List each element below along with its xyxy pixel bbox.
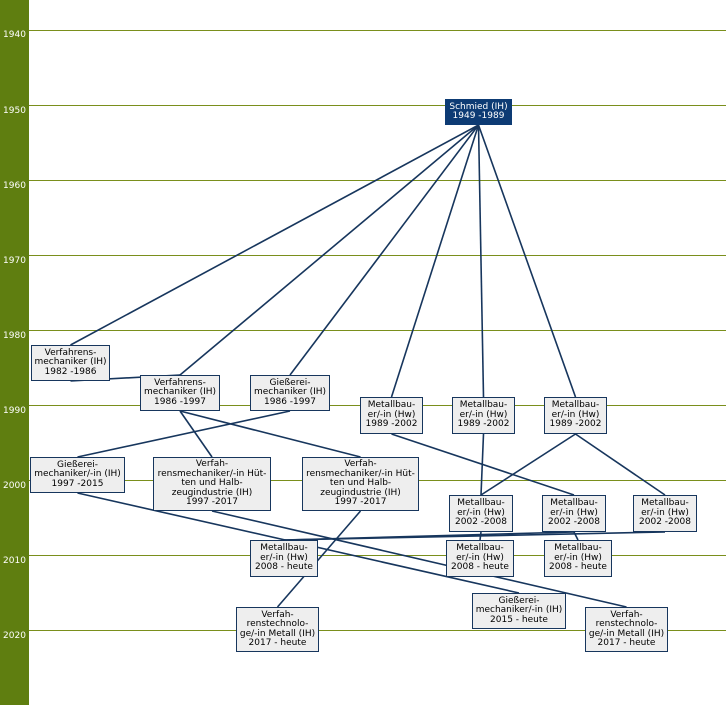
node-title: Verfah- rensmechaniker/-in Hüt- ten und … <box>157 459 267 498</box>
node-title: Verfah- renstechnolo- ge/-in Metall (IH) <box>239 609 316 639</box>
node-period: 2008 - heute <box>549 562 607 573</box>
node-metallbauer-c-2008[interactable]: Metallbau- er/-in (Hw) 2008 - heute <box>544 540 612 577</box>
connector-verfahrensmech-1986-to-verfahrensmech-huetten-b <box>179 410 361 458</box>
node-title: Metallbau- er/-in (Hw) <box>550 498 598 518</box>
node-period: 1997 -2017 <box>186 497 238 508</box>
year-label-1950: 1950 <box>3 106 26 116</box>
connector-schmied-to-metallbauer-c-1989 <box>477 124 577 398</box>
gridline-1970 <box>29 255 726 256</box>
node-verfahrensmechaniker-huetten-b[interactable]: Verfah- rensmechaniker/-in Hüt- ten und … <box>302 457 419 511</box>
node-period: 1989 -2002 <box>549 419 602 430</box>
node-period: 1997 -2015 <box>51 478 104 489</box>
node-period: 1989 -2002 <box>365 419 418 430</box>
connector-metallbauer-b-1989-to-metallbauer-a-2002 <box>480 433 485 496</box>
node-title: Metallbau- er/-in (Hw) <box>641 498 689 518</box>
connector-giesserei-1986-to-giesserei-1997 <box>77 410 291 458</box>
node-period: 2008 - heute <box>255 562 313 573</box>
node-title: Metallbau- er/-in (Hw) <box>459 400 508 420</box>
node-title: Verfah- rensmechaniker/-in Hüt- ten und … <box>306 459 415 498</box>
node-period: 2002 -2008 <box>548 517 600 528</box>
connector-schmied-to-verfahrensmech-1982 <box>70 124 479 346</box>
node-title: Schmied (IH) <box>449 101 508 112</box>
year-label-2010: 2010 <box>3 556 26 566</box>
node-verfahrensmechaniker-1986[interactable]: Verfahrens- mechaniker (IH) 1986 -1997 <box>140 375 220 411</box>
node-metallbauer-c-2002[interactable]: Metallbau- er/-in (Hw) 2002 -2008 <box>633 495 697 532</box>
node-metallbauer-b-2002[interactable]: Metallbau- er/-in (Hw) 2002 -2008 <box>542 495 606 532</box>
year-label-1970: 1970 <box>3 256 26 266</box>
connector-schmied-to-metallbauer-b-1989 <box>477 124 485 398</box>
node-giessereimechaniker-1986[interactable]: Gießerei- mechaniker (IH) 1986 -1997 <box>250 375 330 411</box>
connector-schmied-to-verfahrensmech-1986 <box>179 124 480 376</box>
connector-verfahrensmech-huetten-b-to-verfahrenstech-a-2017 <box>276 510 362 608</box>
node-title: Metallbau- er/-in (Hw) <box>551 400 600 420</box>
connector-verfahrensmech-1986-to-verfahrensmech-huetten-a <box>179 410 213 458</box>
node-title: Metallbau- er/-in (Hw) <box>260 543 308 563</box>
connector-verfahrensmech-huetten-a-to-verfahrenstech-b-2017 <box>211 510 627 608</box>
node-schmied[interactable]: Schmied (IH) 1949 -1989 <box>445 99 512 125</box>
node-giessereimechaniker-2015[interactable]: Gießerei- mechaniker/-in (IH) 2015 - heu… <box>472 593 566 629</box>
year-label-2020: 2020 <box>3 631 26 641</box>
timeline-axis-bar <box>0 0 29 705</box>
year-label-2000: 2000 <box>3 481 26 491</box>
year-label-1960: 1960 <box>3 181 26 191</box>
node-metallbauer-a-1989[interactable]: Metallbau- er/-in (Hw) 1989 -2002 <box>360 397 423 434</box>
year-label-1940: 1940 <box>3 30 26 40</box>
gridline-1940 <box>29 30 726 31</box>
node-period: 1997 -2017 <box>334 497 387 508</box>
node-period: 2008 - heute <box>451 562 509 573</box>
node-title: Verfahrens- mechaniker (IH) <box>143 377 217 398</box>
year-label-1990: 1990 <box>3 406 26 416</box>
node-title: Gießerei- mechaniker/-in (IH) <box>34 459 121 480</box>
node-title: Metallbau- er/-in (Hw) <box>456 543 504 563</box>
gridline-1980 <box>29 330 726 331</box>
connector-metallbauer-c-2002-to-metallbauer-a-2008 <box>283 531 666 541</box>
node-title: Gießerei- mechaniker (IH) <box>253 377 327 398</box>
node-period: 2017 - heute <box>597 638 656 648</box>
node-title: Gießerei- mechaniker/-in (IH) <box>475 595 563 616</box>
connector-schmied-to-metallbauer-a-1989 <box>390 124 480 398</box>
node-title: Metallbau- er/-in (Hw) <box>554 543 602 563</box>
year-label-1980: 1980 <box>3 331 26 341</box>
node-metallbauer-b-1989[interactable]: Metallbau- er/-in (Hw) 1989 -2002 <box>452 397 515 434</box>
node-period: 2002 -2008 <box>455 517 507 528</box>
node-period: 2015 - heute <box>490 614 548 625</box>
gridline-2020 <box>29 630 726 631</box>
node-period: 1986 -1997 <box>264 396 316 407</box>
node-period: 2002 -2008 <box>639 517 691 528</box>
gridline-1960 <box>29 180 726 181</box>
connector-metallbauer-c-1989-to-metallbauer-c-2002 <box>575 433 666 496</box>
node-verfahrenstechnologe-a-2017[interactable]: Verfah- renstechnolo- ge/-in Metall (IH)… <box>236 607 319 652</box>
node-metallbauer-c-1989[interactable]: Metallbau- er/-in (Hw) 1989 -2002 <box>544 397 607 434</box>
node-period: 1982 -1986 <box>44 366 97 377</box>
node-verfahrensmechaniker-huetten-a[interactable]: Verfah- rensmechaniker/-in Hüt- ten und … <box>153 457 271 511</box>
node-metallbauer-a-2008[interactable]: Metallbau- er/-in (Hw) 2008 - heute <box>250 540 318 577</box>
node-period: 2017 - heute <box>248 638 307 648</box>
node-verfahrensmechaniker-1982[interactable]: Verfahrens- mechaniker (IH) 1982 -1986 <box>31 345 110 381</box>
gridline-1950 <box>29 105 726 106</box>
node-metallbauer-a-2002[interactable]: Metallbau- er/-in (Hw) 2002 -2008 <box>449 495 513 532</box>
connector-metallbauer-c-1989-to-metallbauer-a-2002 <box>480 433 576 496</box>
node-period: 1986 -1997 <box>154 396 206 407</box>
node-title: Verfah- renstechnolo- ge/-in Metall (IH) <box>588 609 665 639</box>
node-title: Verfahrens- mechaniker (IH) <box>34 347 107 368</box>
node-period: 1949 -1989 <box>452 111 505 121</box>
gridline-2010 <box>29 555 726 556</box>
node-period: 1989 -2002 <box>457 419 510 430</box>
connector-schmied-to-giesserei-1986 <box>289 124 480 376</box>
node-verfahrenstechnologe-b-2017[interactable]: Verfah- renstechnolo- ge/-in Metall (IH)… <box>585 607 668 652</box>
node-giessereimechaniker-1997[interactable]: Gießerei- mechaniker/-in (IH) 1997 -2015 <box>30 457 125 493</box>
node-title: Metallbau- er/-in (Hw) <box>457 498 505 518</box>
node-metallbauer-b-2008[interactable]: Metallbau- er/-in (Hw) 2008 - heute <box>446 540 514 577</box>
node-title: Metallbau- er/-in (Hw) <box>367 400 416 420</box>
